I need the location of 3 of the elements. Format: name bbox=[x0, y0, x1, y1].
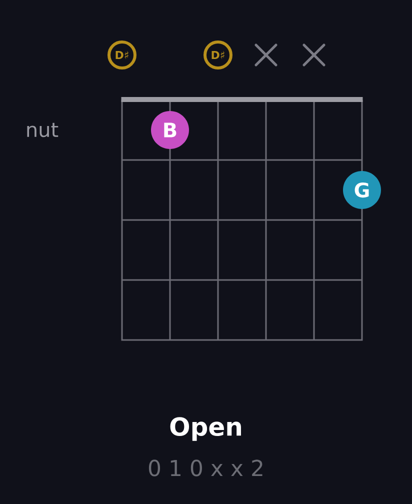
fingering-label: 0 1 0 x x 2 bbox=[148, 460, 262, 476]
chord-name: Open bbox=[170, 417, 241, 441]
nut-label: nut bbox=[27, 122, 58, 138]
